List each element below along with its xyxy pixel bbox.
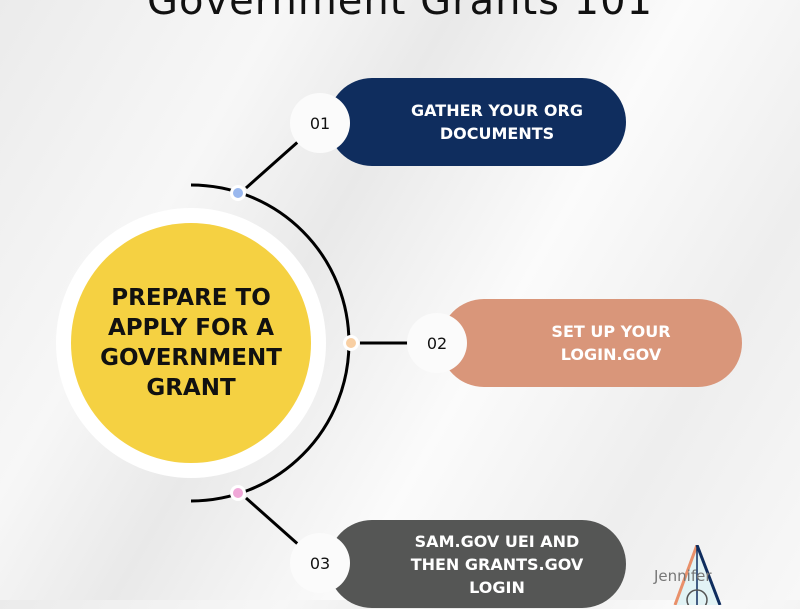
step-3-number: 03 — [290, 533, 350, 593]
connector-3 — [245, 496, 301, 548]
step-3-pill: SAM.GOV UEI AND THEN GRANTS.GOV LOGIN — [328, 520, 626, 608]
step-2-label: SET UP YOUR LOGIN.GOV — [551, 322, 671, 364]
logo-text: Jennifer — [654, 567, 712, 585]
center-label: PREPARE TO APPLY FOR A GOVERNMENT GRANT — [100, 285, 282, 401]
logo: Jennifer — [650, 544, 740, 609]
step-2-number: 02 — [407, 313, 467, 373]
step-1-number: 01 — [290, 93, 350, 153]
page-title: Government Grants 101 — [146, 0, 654, 24]
step-1-pill: GATHER YOUR ORG DOCUMENTS — [328, 78, 626, 166]
step-3-label: SAM.GOV UEI AND THEN GRANTS.GOV LOGIN — [410, 531, 584, 597]
step-1-label: GATHER YOUR ORG DOCUMENTS — [411, 101, 583, 143]
step-2-pill: SET UP YOUR LOGIN.GOV — [440, 299, 742, 387]
center-circle: PREPARE TO APPLY FOR A GOVERNMENT GRANT — [71, 223, 311, 463]
connector-1 — [245, 138, 301, 190]
